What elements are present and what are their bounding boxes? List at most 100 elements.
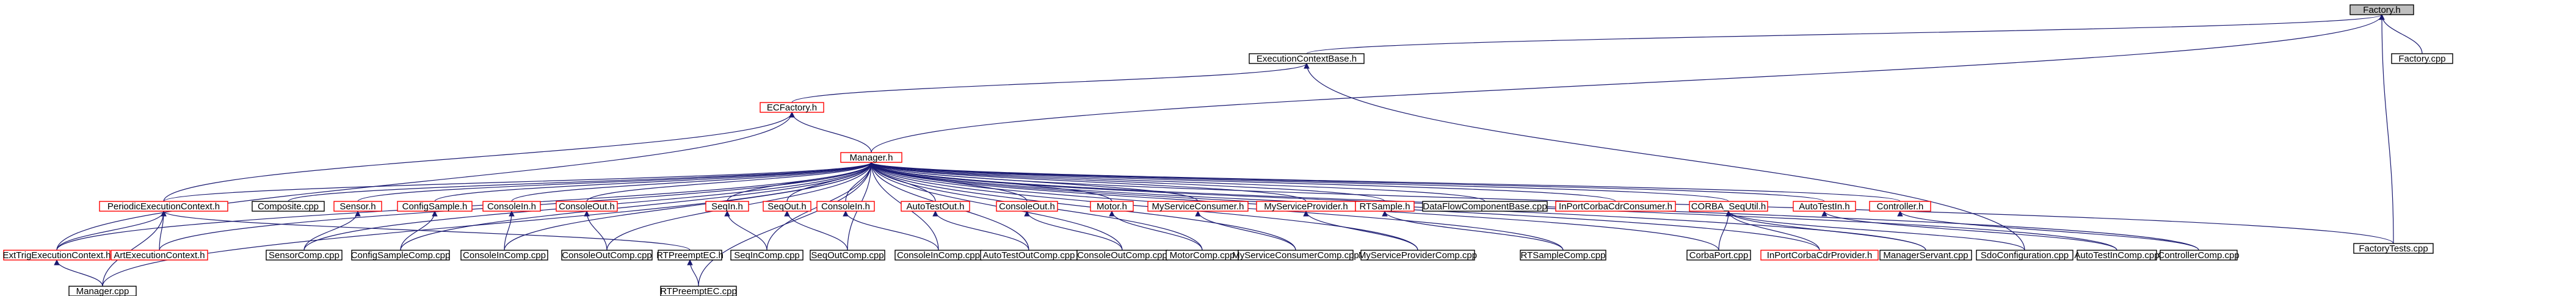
node-my-service-consumer-h[interactable]: MyServiceConsumer.h bbox=[1147, 201, 1249, 212]
node-motor-h[interactable]: Motor.h bbox=[1090, 201, 1134, 212]
node-periodic-execution-context-h[interactable]: PeriodicExecutionContext.h bbox=[99, 201, 228, 212]
node-label: MyServiceConsumer.h bbox=[1152, 201, 1244, 212]
node-auto-test-in-h[interactable]: AutoTestIn.h bbox=[1793, 201, 1856, 212]
node-box bbox=[266, 250, 343, 261]
node-auto-test-out-comp-cpp[interactable]: AutoTestOutComp.cpp bbox=[980, 250, 1078, 261]
node-ec-factory-h[interactable]: ECFactory.h bbox=[760, 102, 824, 113]
edge-my_service_consumer_comp_cpp-to-manager_h bbox=[868, 162, 1296, 251]
node-rt-sample-comp-cpp[interactable]: RTSampleComp.cpp bbox=[1520, 250, 1606, 261]
node-in-port-corba-cdr-provider-h[interactable]: InPortCorbaCdrProvider.h bbox=[1760, 250, 1879, 261]
node-box bbox=[730, 250, 804, 261]
edge-periodic_execution_context_h-to-manager_h bbox=[163, 162, 874, 202]
edge-sensor_h-to-manager_h bbox=[357, 162, 874, 202]
node-rt-preempt-ec-cpp[interactable]: RTPreemptEC.cpp bbox=[660, 286, 737, 296]
node-box bbox=[397, 201, 473, 212]
node-rt-preempt-ec-h[interactable]: RTPreemptEC.h bbox=[656, 250, 724, 261]
edge-sensor_comp_cpp-to-sensor_h bbox=[303, 211, 361, 251]
node-box bbox=[252, 201, 325, 212]
edge-execution_context_base_h-to-factory_h bbox=[1306, 14, 2385, 54]
node-box bbox=[1147, 201, 1249, 212]
node-label: SeqOut.h bbox=[767, 201, 806, 212]
edge-ec_factory_h-to-execution_context_base_h bbox=[791, 63, 1310, 103]
node-data-flow-component-base-cpp[interactable]: DataFlowComponentBase.cpp bbox=[1422, 201, 1548, 212]
edge-config_sample_comp_cpp-to-config_sample_h bbox=[400, 211, 438, 251]
node-label: Composite.cpp bbox=[258, 201, 319, 212]
node-label: ExecutionContextBase.h bbox=[1257, 54, 1357, 64]
node-auto-test-in-comp-cpp[interactable]: AutoTestInComp.cpp bbox=[2074, 250, 2160, 261]
node-box bbox=[1760, 250, 1879, 261]
node-factory-tests-cpp[interactable]: FactoryTests.cpp bbox=[2353, 243, 2434, 254]
node-box bbox=[1686, 250, 1751, 261]
node-box bbox=[2349, 4, 2414, 15]
node-console-in-h-2[interactable]: ConsoleIn.h bbox=[816, 201, 875, 212]
node-motor-comp-cpp[interactable]: MotorComp.cpp bbox=[1166, 250, 1239, 261]
node-box bbox=[1355, 201, 1415, 212]
node-controller-h[interactable]: Controller.h bbox=[1869, 201, 1931, 212]
node-box bbox=[1976, 250, 2073, 261]
node-label: InPortCorbaCdrConsumer.h bbox=[1559, 201, 1672, 212]
node-console-in-comp-cpp-2[interactable]: ConsoleInComp.cpp bbox=[894, 250, 982, 261]
node-in-port-corba-cdr-consumer-h[interactable]: InPortCorbaCdrConsumer.h bbox=[1555, 201, 1676, 212]
node-sensor-h[interactable]: Sensor.h bbox=[333, 201, 382, 212]
node-manager-servant-cpp[interactable]: ManagerServant.cpp bbox=[1879, 250, 1972, 261]
node-manager-cpp[interactable]: Manager.cpp bbox=[68, 286, 137, 296]
node-config-sample-h[interactable]: ConfigSample.h bbox=[397, 201, 473, 212]
node-sdo-configuration-cpp[interactable]: SdoConfiguration.cpp bbox=[1976, 250, 2073, 261]
node-seq-out-h[interactable]: SeqOut.h bbox=[763, 201, 811, 212]
node-console-out-comp-cpp-2[interactable]: ConsoleOutComp.cpp bbox=[1076, 250, 1168, 261]
node-console-out-h-1[interactable]: ConsoleOut.h bbox=[556, 201, 618, 212]
edge-console_in_comp_cpp_2-to-console_in_h_2 bbox=[843, 211, 939, 251]
node-box bbox=[460, 250, 548, 261]
node-execution-context-base-h[interactable]: ExecutionContextBase.h bbox=[1249, 53, 1365, 64]
node-my-service-provider-h[interactable]: MyServiceProvider.h bbox=[1256, 201, 1356, 212]
node-my-service-provider-comp-cpp[interactable]: MyServiceProviderComp.cpp bbox=[1359, 250, 1477, 261]
node-config-sample-comp-cpp[interactable]: ConfigSampleComp.cpp bbox=[351, 250, 451, 261]
node-my-service-consumer-comp-cpp[interactable]: MyServiceConsumerComp.cpp bbox=[1232, 250, 1359, 261]
node-box bbox=[2160, 250, 2238, 261]
edge-rt_preempt_ec_h-to-periodic_execution_context_h bbox=[161, 211, 691, 251]
node-console-out-comp-cpp-1[interactable]: ConsoleOutComp.cpp bbox=[561, 250, 653, 261]
node-art-execution-context-h[interactable]: ArtExecutionContext.h bbox=[111, 250, 208, 261]
node-label: SeqIn.h bbox=[711, 201, 743, 212]
edge-config_sample_comp_cpp-to-manager_h bbox=[400, 162, 874, 251]
node-seq-in-comp-cpp[interactable]: SeqInComp.cpp bbox=[730, 250, 804, 261]
node-console-out-h-2[interactable]: ConsoleOut.h bbox=[996, 201, 1058, 212]
node-console-in-h-1[interactable]: ConsoleIn.h bbox=[482, 201, 541, 212]
node-corba-port-cpp[interactable]: CorbaPort.cpp bbox=[1686, 250, 1751, 261]
node-auto-test-out-h[interactable]: AutoTestOut.h bbox=[901, 201, 970, 212]
node-box bbox=[1422, 201, 1548, 212]
edge-manager_cpp-to-ext_trig_execution_context_h bbox=[54, 259, 103, 287]
edge-controller_comp_cpp-to-controller_h bbox=[1897, 211, 2199, 251]
node-box bbox=[1360, 250, 1475, 261]
node-label: AutoTestIn.h bbox=[1799, 201, 1849, 212]
edge-motor_comp_cpp-to-motor_h bbox=[1109, 211, 1203, 251]
node-box bbox=[561, 250, 653, 261]
node-seq-in-h[interactable]: SeqIn.h bbox=[705, 201, 749, 212]
edge-periodic_execution_context_h-to-ec_factory_h bbox=[163, 112, 795, 202]
node-controller-comp-cpp[interactable]: ControllerComp.cpp bbox=[2158, 250, 2240, 261]
node-box bbox=[996, 201, 1058, 212]
node-ext-trig-execution-context-h[interactable]: ExtTrigExecutionContext.h bbox=[2, 250, 111, 261]
node-sensor-comp-cpp[interactable]: SensorComp.cpp bbox=[266, 250, 343, 261]
node-composite-cpp[interactable]: Composite.cpp bbox=[252, 201, 325, 212]
node-factory-cpp[interactable]: Factory.cpp bbox=[2391, 53, 2453, 64]
node-seq-out-comp-cpp[interactable]: SeqOutComp.cpp bbox=[810, 250, 885, 261]
node-factory-h[interactable]: Factory.h bbox=[2349, 4, 2414, 15]
node-console-in-comp-cpp-1[interactable]: ConsoleInComp.cpp bbox=[460, 250, 548, 261]
edge-console_in_h_1-to-manager_h bbox=[511, 162, 874, 202]
node-corba-seq-util-h[interactable]: CORBA_SeqUtil.h bbox=[1689, 201, 1768, 212]
edge-rt_preempt_ec_cpp-to-manager_h bbox=[698, 162, 874, 287]
node-rt-sample-h[interactable]: RTSample.h bbox=[1355, 201, 1415, 212]
node-label: ArtExecutionContext.h bbox=[114, 250, 205, 261]
node-box bbox=[111, 250, 208, 261]
node-label: ConfigSampleComp.cpp bbox=[351, 250, 451, 261]
node-label: Motor.h bbox=[1097, 201, 1127, 212]
node-manager-h[interactable]: Manager.h bbox=[840, 152, 902, 163]
edge-in_port_corba_cdr_consumer_h-to-manager_h bbox=[868, 162, 1616, 202]
node-label: Factory.h bbox=[2363, 5, 2400, 15]
node-label: SeqInComp.cpp bbox=[734, 250, 800, 261]
edge-manager_cpp-to-periodic_execution_context_h bbox=[102, 211, 167, 287]
node-label: ConfigSample.h bbox=[402, 201, 468, 212]
